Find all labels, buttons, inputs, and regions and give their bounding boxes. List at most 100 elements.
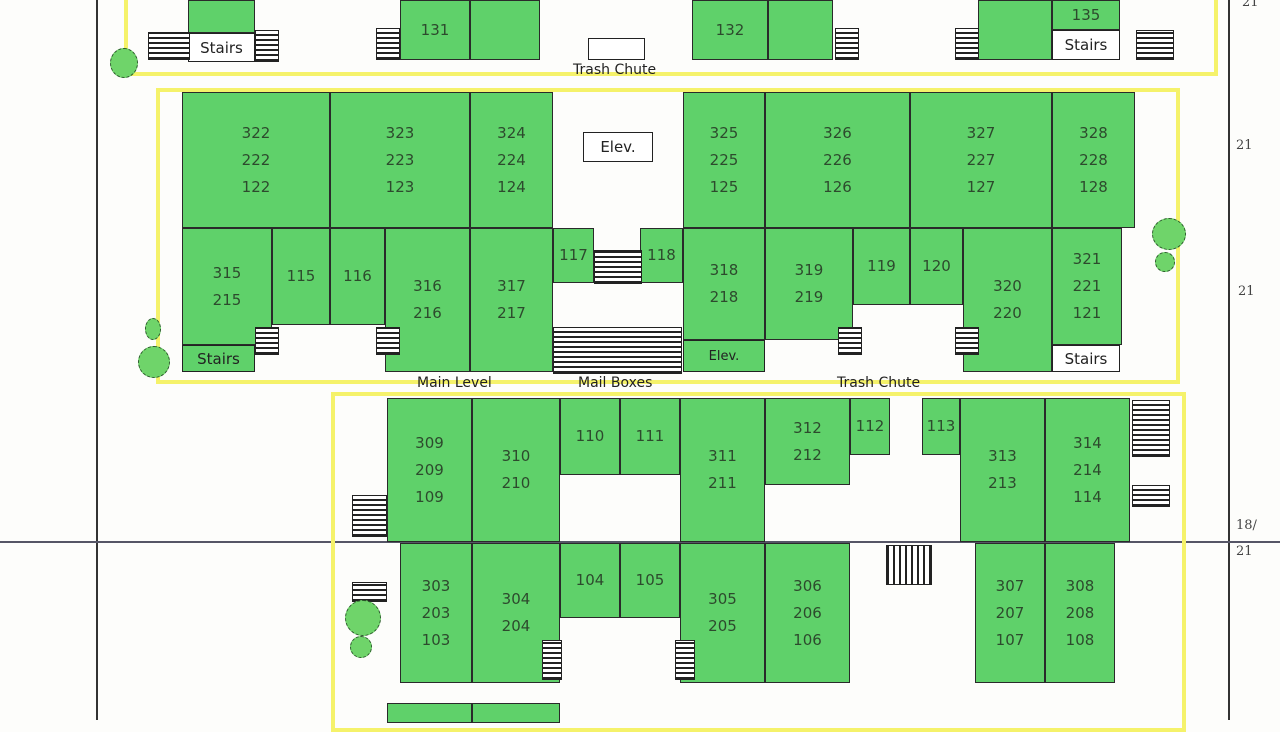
unit-number: 223	[385, 150, 415, 169]
tree-icon	[110, 48, 138, 78]
unit-number: 224	[497, 150, 526, 169]
unit-number: 303	[421, 576, 451, 595]
unit-number: 216	[413, 304, 442, 322]
unit-number: 214	[1073, 460, 1102, 479]
apartment-unit: 307 207 107	[975, 543, 1045, 683]
unit-number: 215	[212, 290, 242, 309]
apartment-unit	[472, 703, 560, 723]
tree-icon	[145, 318, 161, 340]
unit-number: 123	[385, 177, 415, 196]
stairs-icon	[1136, 30, 1174, 60]
trash-chute-box	[588, 38, 645, 60]
margin-note: 21	[1236, 544, 1253, 559]
unit-number: 204	[501, 617, 531, 635]
unit-number: 210	[501, 474, 531, 492]
unit-number: 327	[966, 123, 996, 142]
unit-number: 315	[212, 263, 242, 282]
tree-icon	[350, 636, 372, 658]
stairs-icon	[352, 582, 387, 602]
unit-number: 321	[1072, 250, 1102, 268]
stairs-icon	[675, 640, 695, 680]
unit-number: 108	[1065, 630, 1095, 649]
unit-number: 226	[823, 150, 852, 169]
stairs-icon	[1132, 485, 1170, 507]
apartment-unit: 116	[330, 228, 385, 325]
apartment-unit: 120	[910, 228, 963, 305]
unit-number: 323	[385, 123, 415, 142]
unit-number: 128	[1079, 177, 1108, 196]
margin-line-right	[1228, 0, 1230, 720]
building-outline-top	[124, 0, 1218, 76]
apartment-unit: 113	[922, 398, 960, 455]
unit-number: 117	[559, 246, 588, 264]
unit-number: 116	[343, 267, 372, 285]
apartment-unit: 112	[850, 398, 890, 455]
main-level-label: Main Level	[417, 375, 492, 391]
unit-number: 120	[922, 257, 951, 275]
tree-icon	[1155, 252, 1175, 272]
stairs-icon	[886, 545, 932, 585]
unit-number: 122	[241, 177, 271, 196]
unit-number: 304	[501, 590, 531, 608]
unit-number: 209	[415, 460, 444, 479]
stairs-icon	[255, 30, 279, 62]
unit-number: 114	[1073, 487, 1102, 506]
stairs-label: Stairs	[182, 345, 255, 372]
unit-number: 310	[501, 447, 531, 465]
apartment-unit: 111	[620, 398, 680, 475]
tree-icon	[345, 600, 381, 636]
unit-number: 105	[635, 571, 665, 589]
unit-number: 119	[867, 257, 896, 275]
unit-number: 127	[966, 177, 996, 196]
unit-number: 135	[1071, 5, 1101, 24]
stairs-icon	[255, 327, 279, 355]
stairs-icon	[835, 28, 859, 60]
margin-line-left	[96, 0, 98, 720]
unit-number: 107	[995, 630, 1025, 649]
stairs-label: Stairs	[188, 33, 255, 62]
apartment-unit	[188, 0, 255, 33]
unit-number: 318	[709, 261, 739, 279]
unit-number: 306	[793, 576, 822, 595]
unit-number: 312	[793, 418, 822, 437]
unit-number: 307	[995, 576, 1025, 595]
apartment-unit: 104	[560, 543, 620, 618]
stairs-icon	[1132, 400, 1170, 457]
stairs-icon	[352, 495, 387, 537]
unit-number: 317	[497, 277, 526, 295]
apartment-unit: 115	[272, 228, 330, 325]
apartment-unit: 117	[553, 228, 594, 283]
unit-number: 213	[988, 474, 1017, 492]
elevator-box: Elev.	[683, 340, 765, 372]
unit-number: 110	[575, 427, 605, 445]
unit-number: 324	[497, 123, 526, 142]
margin-note: 21	[1238, 284, 1255, 299]
unit-number: 132	[715, 20, 745, 39]
unit-number: 112	[855, 417, 885, 435]
unit-number: 103	[421, 630, 451, 649]
stairs-icon	[376, 327, 400, 355]
apartment-unit	[387, 703, 472, 723]
unit-number: 228	[1079, 150, 1108, 169]
unit-number: 104	[575, 571, 605, 589]
apartment-unit: 105	[620, 543, 680, 618]
unit-number: 207	[995, 603, 1025, 622]
stairs-icon	[553, 327, 682, 374]
unit-number: 118	[647, 246, 676, 264]
apartment-unit	[978, 0, 1052, 60]
apartment-unit: 119	[853, 228, 910, 305]
unit-number: 206	[793, 603, 822, 622]
unit-number: 203	[421, 603, 451, 622]
unit-number: 316	[413, 277, 442, 295]
